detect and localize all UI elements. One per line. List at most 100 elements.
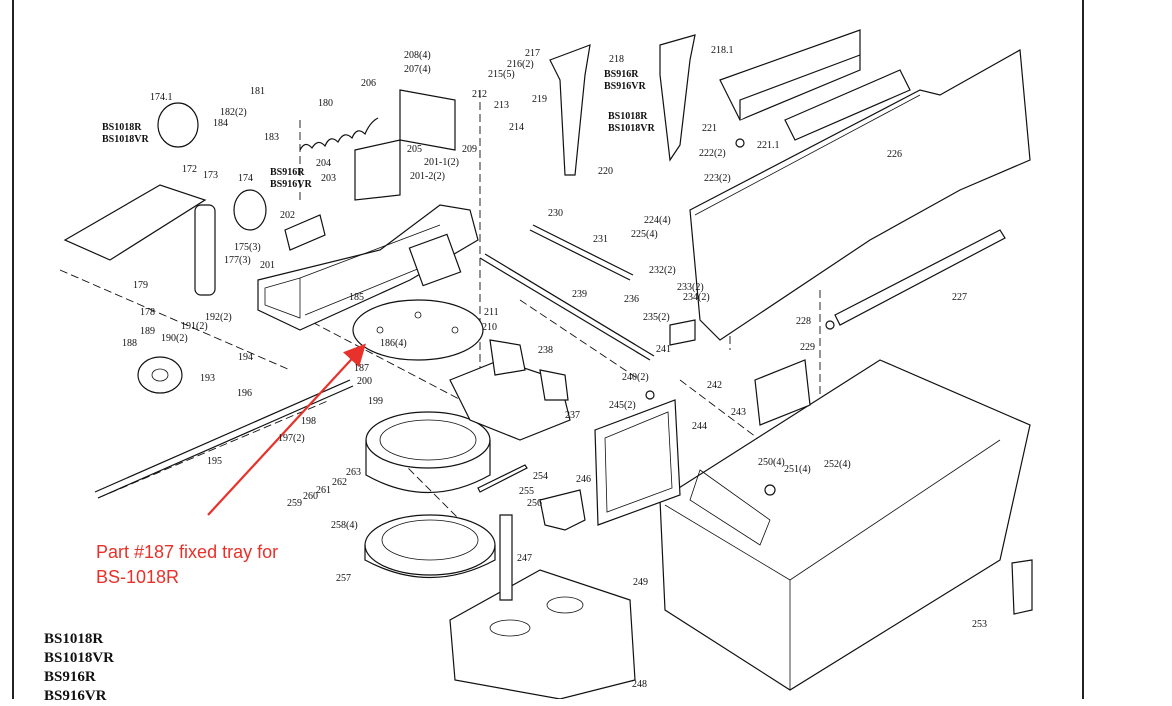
part-label: 211 — [484, 307, 499, 318]
model-label: BS1018R — [102, 122, 142, 133]
part-label: 252(4) — [824, 459, 851, 470]
part-label: 205 — [407, 144, 422, 155]
part-label: 219 — [532, 94, 547, 105]
part-label: 201-1(2) — [424, 157, 459, 168]
part-label: 203 — [321, 173, 336, 184]
model-label: BS916VR — [270, 179, 312, 190]
model-label: BS916R — [604, 69, 639, 80]
part-label: 261 — [316, 485, 331, 496]
part-label: 217 — [525, 48, 540, 59]
part-label: 229 — [800, 342, 815, 353]
part-label: 250(4) — [758, 457, 785, 468]
part-label: 242 — [707, 380, 722, 391]
part-label: 181 — [250, 86, 265, 97]
part-label: 222(2) — [699, 148, 726, 159]
part-label: 227 — [952, 292, 967, 303]
part-label: 200 — [357, 376, 372, 387]
part-label: 221.1 — [757, 140, 780, 151]
part-label: 225(4) — [631, 229, 658, 240]
part-label: 241 — [656, 344, 671, 355]
part-label: 190(2) — [161, 333, 188, 344]
part-label: 175(3) — [234, 242, 261, 253]
rotary-disc — [352, 299, 484, 361]
part-label: 192(2) — [205, 312, 232, 323]
part-label: 202 — [280, 210, 295, 221]
part-label: 244 — [692, 421, 707, 432]
blade-guards — [689, 29, 1031, 341]
part-label: 174 — [238, 173, 253, 184]
part-label: 214 — [509, 122, 524, 133]
part-label: 239 — [572, 289, 587, 300]
brush-strip — [834, 229, 1006, 326]
part-label: 237 — [565, 410, 580, 421]
part-label: 188 — [122, 338, 137, 349]
part-label: 185 — [349, 292, 364, 303]
part-label: 263 — [346, 467, 361, 478]
part-label: 234(2) — [683, 292, 710, 303]
part-label: 218 — [609, 54, 624, 65]
part-label: 213 — [494, 100, 509, 111]
part-label: 180 — [318, 98, 333, 109]
model-list-item: BS1018R — [44, 631, 104, 647]
rear-panel — [754, 359, 811, 426]
model-list-item: BS916VR — [44, 688, 107, 704]
part-label: 177(3) — [224, 255, 251, 266]
part-label: 254 — [533, 471, 548, 482]
part-label: 255 — [519, 486, 534, 497]
part-label: 259 — [287, 498, 302, 509]
annotation-note: Part #187 fixed tray for BS-1018R — [96, 540, 278, 590]
part-label: 226 — [887, 149, 902, 160]
model-label: BS916R — [270, 167, 305, 178]
part-label: 220 — [598, 166, 613, 177]
part-label: 249 — [633, 577, 648, 588]
part-label: 247 — [517, 553, 532, 564]
part-label: 178 — [140, 307, 155, 318]
part-label: 210 — [482, 322, 497, 333]
part-label: 257 — [336, 573, 351, 584]
part-label: 173 — [203, 170, 218, 181]
part-label: 262 — [332, 477, 347, 488]
small-components — [157, 34, 1033, 615]
model-label: BS916VR — [604, 81, 646, 92]
part-label: 189 — [140, 326, 155, 337]
part-label: 212 — [472, 89, 487, 100]
part-label: 184 — [213, 118, 228, 129]
model-label: BS1018R — [608, 111, 648, 122]
part-label: 216(2) — [507, 59, 534, 70]
annotation-arrow — [207, 343, 366, 516]
part-label: 240(2) — [622, 372, 649, 383]
access-door — [594, 399, 681, 526]
part-label: 196 — [237, 388, 252, 399]
part-label: 206 — [361, 78, 376, 89]
part-label: 201 — [260, 260, 275, 271]
part-label: 256 — [527, 498, 542, 509]
part-label: 251(4) — [784, 464, 811, 475]
part-label: 198 — [301, 416, 316, 427]
part-label: 238 — [538, 345, 553, 356]
chip-tray-stand — [659, 359, 1031, 691]
part-label: 224(4) — [644, 215, 671, 226]
model-label: BS1018VR — [608, 123, 655, 134]
yoke — [449, 339, 571, 441]
handle — [63, 184, 216, 296]
part-label: 187 — [354, 363, 369, 374]
model-list: BS1018R BS1018VR BS916R BS916VR — [44, 630, 114, 706]
part-label: 228 — [796, 316, 811, 327]
motor-plate — [354, 89, 456, 201]
part-label: 243 — [731, 407, 746, 418]
spring — [299, 117, 379, 151]
part-label: 207(4) — [404, 64, 431, 75]
part-label: 231 — [593, 234, 608, 245]
part-label: 230 — [548, 208, 563, 219]
annotation-line-1: Part #187 fixed tray for — [96, 542, 279, 562]
part-label: 186(4) — [380, 338, 407, 349]
part-label: 193 — [200, 373, 215, 384]
turntable-rings — [364, 411, 496, 579]
part-label: 183 — [264, 132, 279, 143]
part-label: 258(4) — [331, 520, 358, 531]
part-label: 246 — [576, 474, 591, 485]
pedestal — [449, 569, 636, 699]
part-label: 232(2) — [649, 265, 676, 276]
part-label: 215(5) — [488, 69, 515, 80]
